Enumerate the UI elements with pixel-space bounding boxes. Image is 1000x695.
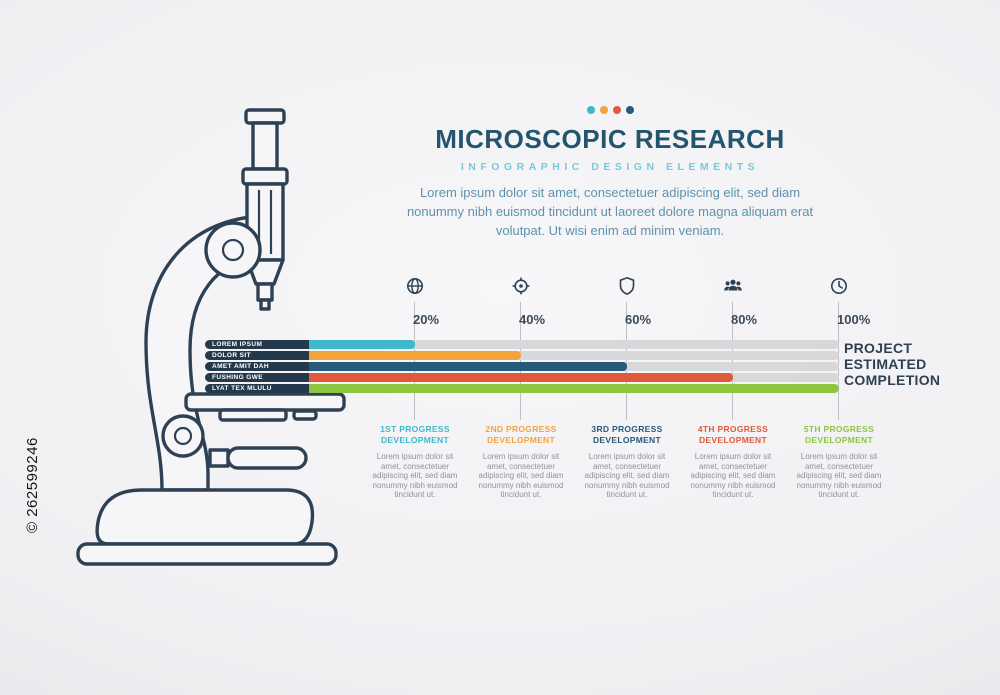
bar-label: FUSHING GWE: [205, 373, 309, 382]
accent-dot: [586, 106, 595, 114]
axis-tick-label: 40%: [519, 312, 546, 327]
axis-tick-label: 100%: [837, 312, 871, 327]
bar-track: [309, 362, 839, 371]
page-subtitle: INFOGRAPHIC DESIGN ELEMENTS: [460, 161, 760, 173]
column-heading: 3RD PROGRESS DEVELOPMENT: [591, 424, 663, 445]
column-heading: 1ST PROGRESS DEVELOPMENT: [380, 424, 450, 445]
bar-row: LYAT TEX MLULU: [205, 384, 839, 393]
header-block: MICROSCOPIC RESEARCH INFOGRAPHIC DESIGN …: [370, 106, 850, 240]
axis-guide-line: [414, 302, 415, 420]
column-body: Lorem ipsum dolor sit amet, consectetuer…: [372, 452, 458, 499]
completion-label-line: PROJECT: [844, 340, 913, 356]
intro-paragraph: Lorem ipsum dolor sit amet, consectetuer…: [406, 185, 814, 238]
axis-tick-label: 20%: [413, 312, 440, 327]
clock-icon: [829, 276, 849, 296]
bar-row: LOREM IPSUM: [205, 340, 839, 349]
progress-column-1: 1ST PROGRESS DEVELOPMENT Lorem ipsum dol…: [363, 424, 467, 500]
bar-track: [309, 373, 839, 382]
bar-fill: [309, 340, 415, 349]
completion-label: PROJECT ESTIMATED COMPLETION: [844, 340, 940, 388]
completion-label-line: ESTIMATED: [844, 356, 927, 372]
accent-dot: [599, 106, 608, 114]
axis-guide-line: [838, 302, 839, 420]
bar-row: DOLOR SIT: [205, 351, 839, 360]
completion-label-line: COMPLETION: [844, 372, 941, 388]
shield-icon: [617, 276, 637, 296]
bar-fill: [309, 384, 839, 393]
bar-fill: [309, 351, 521, 360]
column-body: Lorem ipsum dolor sit amet, consectetuer…: [478, 452, 564, 499]
bar-row: AMET AMIT DAH: [205, 362, 839, 371]
bar-label: LOREM IPSUM: [205, 340, 309, 349]
microscope-drawing: [76, 108, 346, 566]
column-body: Lorem ipsum dolor sit amet, consectetuer…: [690, 452, 776, 499]
crosshair-icon: [511, 276, 531, 296]
header-dots: [370, 106, 850, 114]
bar-label: LYAT TEX MLULU: [205, 384, 309, 393]
axis-guide-line: [520, 302, 521, 420]
progress-column-3: 3RD PROGRESS DEVELOPMENT Lorem ipsum dol…: [575, 424, 679, 500]
bar-fill: [309, 362, 627, 371]
accent-dot: [612, 106, 621, 114]
column-body: Lorem ipsum dolor sit amet, consectetuer…: [796, 452, 882, 499]
globe-icon: [405, 276, 425, 296]
bar-fill: [309, 373, 733, 382]
column-heading: 4TH PROGRESS DEVELOPMENT: [697, 424, 769, 445]
accent-dot: [625, 106, 634, 114]
axis-tick-label: 60%: [625, 312, 652, 327]
bar-label: DOLOR SIT: [205, 351, 309, 360]
microscope-illustration: [50, 98, 360, 578]
progress-column-2: 2ND PROGRESS DEVELOPMENT Lorem ipsum dol…: [469, 424, 573, 500]
progress-column-5: 5TH PROGRESS DEVELOPMENT Lorem ipsum dol…: [787, 424, 891, 500]
page-title: MICROSCOPIC RESEARCH: [435, 124, 785, 154]
stock-watermark: © 262599246: [24, 437, 41, 533]
team-icon: [723, 276, 743, 296]
column-body: Lorem ipsum dolor sit amet, consectetuer…: [584, 452, 670, 499]
axis-tick-label: 80%: [731, 312, 758, 327]
bar-row: FUSHING GWE: [205, 373, 839, 382]
bar-track: [309, 351, 839, 360]
bar-label: AMET AMIT DAH: [205, 362, 309, 371]
bar-track: [309, 340, 839, 349]
bar-track: [309, 384, 839, 393]
column-heading: 5TH PROGRESS DEVELOPMENT: [803, 424, 875, 445]
axis-guide-line: [732, 302, 733, 420]
axis-guide-line: [626, 302, 627, 420]
progress-column-4: 4TH PROGRESS DEVELOPMENT Lorem ipsum dol…: [681, 424, 785, 500]
column-heading: 2ND PROGRESS DEVELOPMENT: [485, 424, 557, 445]
